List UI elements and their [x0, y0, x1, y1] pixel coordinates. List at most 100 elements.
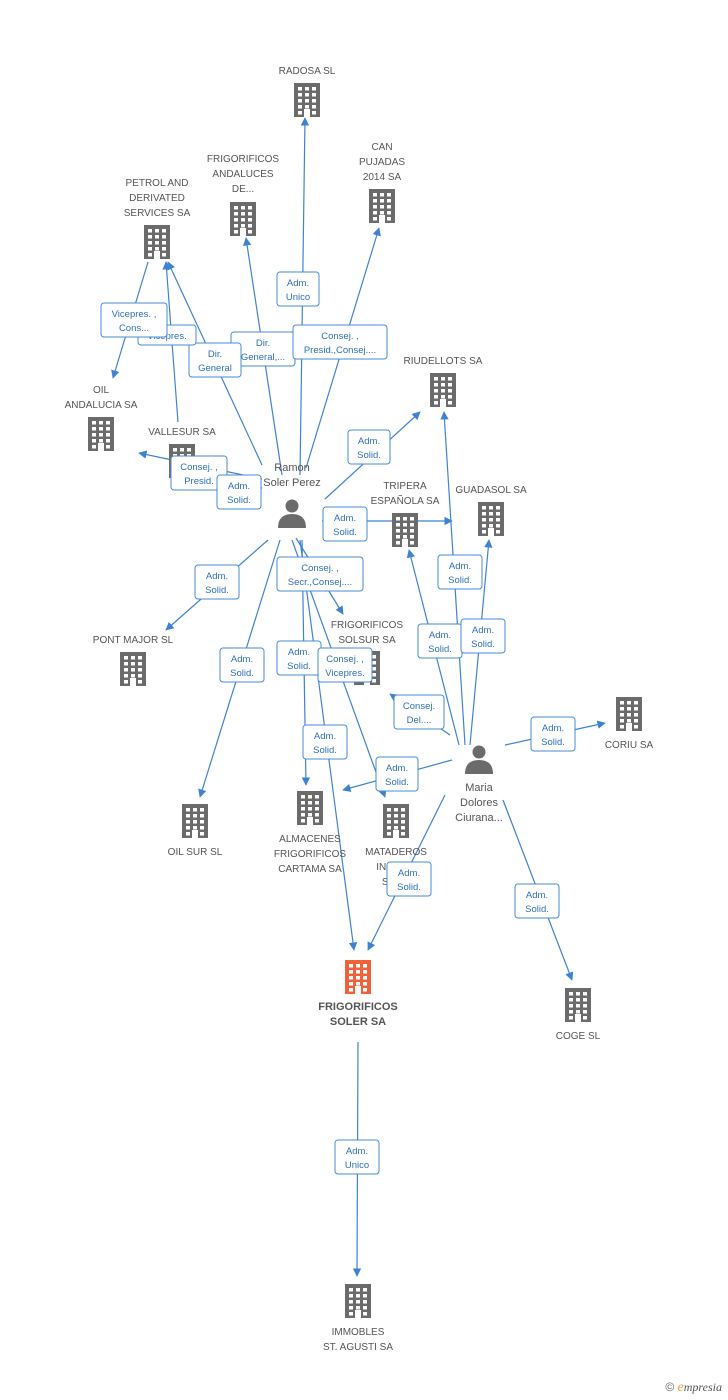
edge-label[interactable]: Adm.Solid. — [437, 554, 483, 590]
edge-label[interactable]: Adm.Solid. — [194, 564, 240, 600]
building-window — [363, 970, 367, 974]
building-window — [155, 229, 159, 233]
edge-label-text: Adm. — [314, 731, 336, 742]
building-window — [241, 218, 245, 222]
building-window — [248, 230, 252, 234]
edge-label[interactable]: Adm.Solid. — [322, 506, 368, 542]
edge-label[interactable]: Adm.Solid. — [276, 640, 322, 676]
node-label: FRIGORIFICOS — [331, 620, 404, 631]
building-window — [576, 1004, 580, 1008]
node-riudellots[interactable]: RIUDELLOTS SA — [404, 356, 483, 407]
building-window — [434, 377, 438, 381]
building-window — [193, 820, 197, 824]
edge-label[interactable]: Adm.Solid. — [514, 883, 560, 919]
edge-label[interactable]: Adm.Solid. — [219, 647, 265, 683]
building-window — [363, 964, 367, 968]
building-window — [298, 93, 302, 97]
edge-label-text: Presid. — [184, 476, 214, 487]
building-window — [124, 656, 128, 660]
building-window — [634, 719, 638, 723]
node-maria[interactable]: MariaDoloresCiurana... — [455, 745, 503, 825]
edge-label[interactable]: Consej. ,Presid. — [170, 455, 228, 491]
building-window — [394, 826, 398, 830]
building-window — [99, 421, 103, 425]
building-window — [349, 964, 353, 968]
edge-label-text: Solid. — [428, 644, 452, 655]
node-label: PETROL AND — [126, 178, 189, 189]
edge-label[interactable]: Adm.Solid. — [302, 724, 348, 760]
building-window — [363, 1306, 367, 1310]
edge-label[interactable]: Adm.Solid. — [375, 756, 419, 792]
building-door — [440, 399, 446, 407]
edge-label[interactable]: Adm.Solid. — [417, 623, 463, 659]
edge-label[interactable]: Adm.Unico — [276, 271, 320, 307]
node-radosa[interactable]: RADOSA SL — [279, 66, 336, 117]
building-window — [92, 433, 96, 437]
edge-label-text: Adm. — [472, 625, 494, 636]
building-window — [372, 661, 376, 665]
building-window — [396, 541, 400, 545]
building-window — [349, 976, 353, 980]
building-window — [387, 217, 391, 221]
building-window — [401, 808, 405, 812]
building-window — [349, 1300, 353, 1304]
edge-label-text: Adm. — [228, 481, 250, 492]
building-window — [569, 998, 573, 1002]
building-window — [148, 253, 152, 257]
node-frig_andaluces[interactable]: FRIGORIFICOSANDALUCESDE... — [207, 154, 280, 236]
edge-label-text: Adm. — [526, 890, 548, 901]
node-coriu[interactable]: CORIU SA — [605, 697, 654, 751]
building-window — [441, 395, 445, 399]
edge-label[interactable]: Adm.Solid. — [530, 716, 576, 752]
node-oil_sur[interactable]: OIL SUR SL — [168, 804, 223, 858]
building-window — [92, 427, 96, 431]
node-label: TRIPERA — [383, 481, 427, 492]
building-window — [441, 383, 445, 387]
building-window — [401, 814, 405, 818]
edge-label[interactable]: Vicepres. ,Cons... — [100, 302, 168, 338]
building-window — [410, 523, 414, 527]
person-icon — [278, 499, 306, 528]
edge-label[interactable]: Consej. ,Vicepres. — [317, 647, 373, 683]
node-label: OIL — [93, 385, 110, 396]
building-window — [387, 826, 391, 830]
edge-label-box — [170, 455, 228, 491]
edge-label[interactable]: Adm.Solid. — [460, 618, 506, 654]
edge-label[interactable]: Adm.Solid. — [347, 429, 391, 465]
building-door — [402, 539, 408, 547]
building-window — [234, 224, 238, 228]
edge-label[interactable]: Dir.General — [188, 342, 242, 378]
edge-label[interactable]: Consej. ,Secr.,Consej.... — [276, 556, 364, 592]
building-window — [148, 247, 152, 251]
building-door — [154, 251, 160, 259]
node-pont_major[interactable]: PONT MAJOR SL — [93, 635, 174, 686]
brand-logo-text: mpresia — [683, 1380, 722, 1394]
edge-label-text: Solid. — [227, 495, 251, 506]
building-window — [315, 807, 319, 811]
person-icon — [465, 745, 493, 774]
edge-label[interactable]: Adm.Unico — [334, 1139, 380, 1175]
edge-label[interactable]: Consej.Del.... — [393, 694, 445, 730]
building-window — [387, 211, 391, 215]
node-label: CARTAMA SA — [278, 864, 342, 875]
building-window — [356, 970, 360, 974]
edge-label[interactable]: Consej. ,Presid.,Consej.... — [292, 324, 388, 360]
node-guadasol[interactable]: GUADASOL SA — [455, 485, 527, 536]
building-window — [349, 1294, 353, 1298]
node-coge[interactable]: COGE SL — [556, 988, 601, 1042]
edge-label[interactable]: Adm. Solid. — [216, 474, 262, 510]
building-window — [401, 826, 405, 830]
building-icon — [478, 502, 504, 536]
building-window — [92, 421, 96, 425]
building-window — [576, 992, 580, 996]
edge-label[interactable]: Adm.Solid. — [386, 861, 432, 897]
